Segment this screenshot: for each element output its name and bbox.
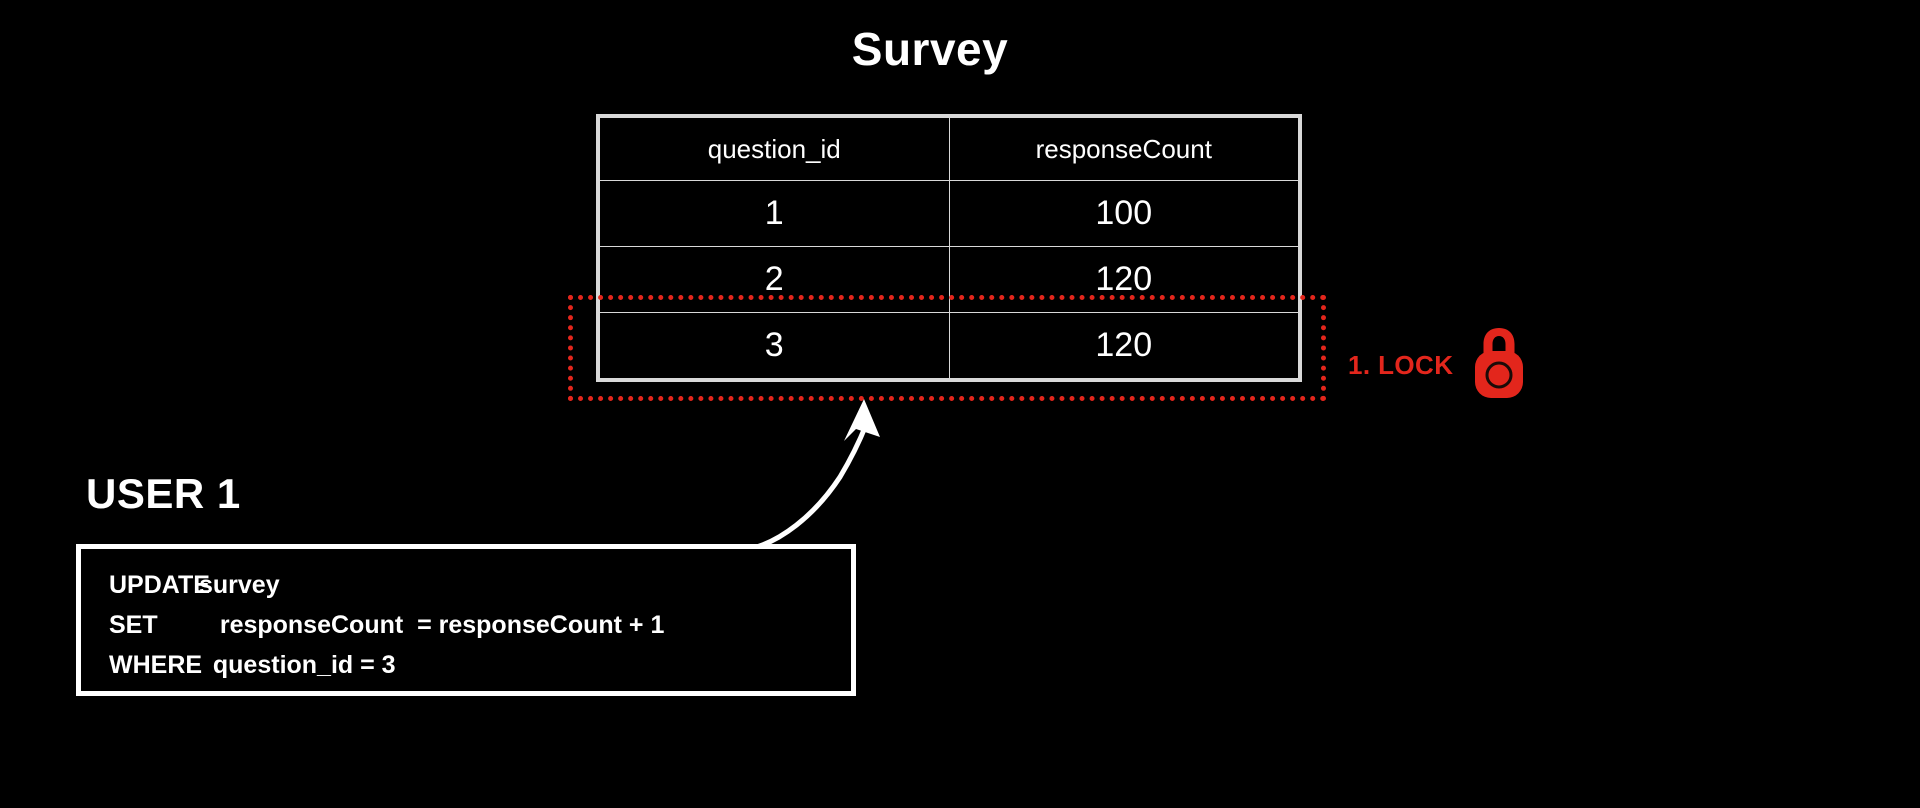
column-header-response-count: responseCount — [948, 115, 1301, 181]
sql-expression: survey — [199, 571, 280, 599]
page-title: Survey — [851, 23, 1009, 75]
cell-response-count: 120 — [948, 246, 1301, 313]
cell-question-id: 3 — [597, 312, 950, 381]
table-body: 1 100 2 120 3 120 — [597, 180, 1301, 381]
table-row: 2 120 — [597, 246, 1301, 313]
column-header-question-id: question_id — [597, 115, 950, 181]
sql-line: SET responseCount = responseCount + 1 — [81, 605, 851, 645]
sql-keyword: SET — [109, 611, 158, 639]
sql-keyword: WHERE — [109, 651, 203, 679]
table-header-row: question_id responseCount — [597, 115, 1301, 181]
user-label: USER 1 — [86, 470, 241, 517]
cell-question-id: 2 — [597, 246, 950, 313]
cell-response-count: 120 — [948, 312, 1301, 381]
lock-annotation-label: 1. LOCK — [1348, 350, 1454, 380]
curved-arrow-icon — [743, 399, 880, 553]
sql-keyword: UPDATE — [109, 571, 210, 599]
sql-line: WHERE question_id = 3 — [81, 645, 851, 685]
lock-annotation: 1. LOCK — [1348, 325, 1525, 406]
cell-question-id: 1 — [597, 180, 950, 247]
table-row: 3 120 — [597, 312, 1301, 381]
cell-response-count: 100 — [948, 180, 1301, 247]
sql-line: UPDATE survey — [81, 565, 851, 605]
padlock-icon — [1473, 325, 1525, 406]
survey-table: question_id responseCount 1 100 2 120 3 … — [596, 114, 1302, 382]
table-header: question_id responseCount — [597, 115, 1301, 181]
sql-statement-box: UPDATE survey SET responseCount = respon… — [76, 544, 856, 696]
table-row: 1 100 — [597, 180, 1301, 247]
sql-expression: responseCount = responseCount + 1 — [199, 611, 665, 639]
sql-expression: question_id = 3 — [199, 651, 396, 679]
